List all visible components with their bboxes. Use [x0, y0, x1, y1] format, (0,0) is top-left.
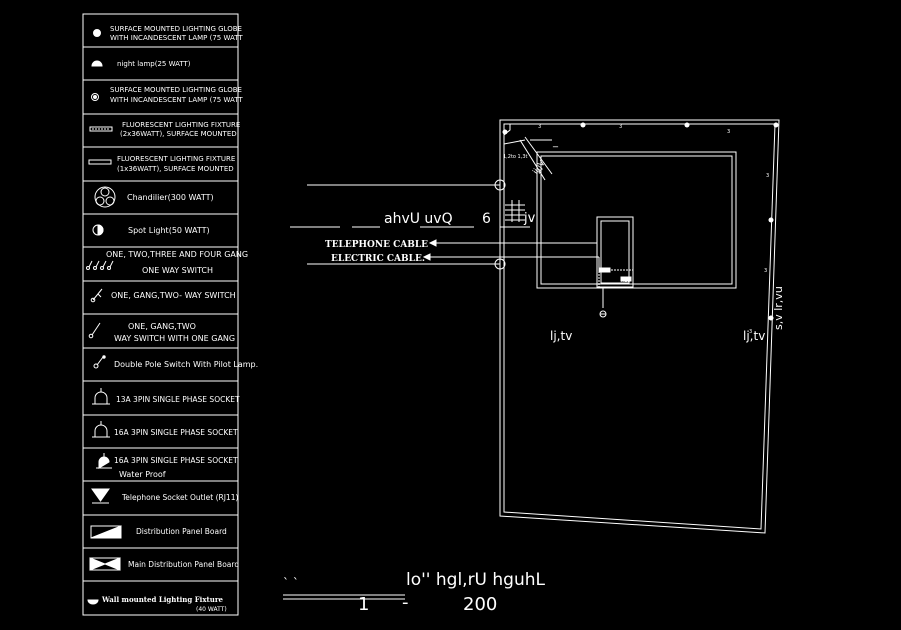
legend-label: Chandilier(300 WATT) — [127, 193, 214, 202]
night-lamp-icon — [91, 60, 103, 67]
telephone-socket-icon — [91, 488, 110, 504]
legend-label: ONE, GANG,TWO — [128, 322, 196, 331]
legend-label: Telephone Socket Outlet (RJ11) — [121, 493, 238, 502]
two-way-switch-icon — [90, 288, 103, 303]
socket-icon — [92, 388, 110, 405]
inner-room — [536, 151, 737, 289]
spot-light-icon — [92, 224, 104, 236]
legend-label: Spot Light(50 WATT) — [128, 226, 210, 235]
title-ticks: ` ` — [283, 576, 299, 590]
edge-label: s,v lr,vu — [772, 286, 785, 330]
globe-light-icon — [91, 93, 99, 101]
scale-dash: - — [402, 592, 409, 613]
ceiling-number: 3 — [766, 173, 769, 179]
dash-mark: _ — [552, 137, 559, 148]
ceiling-number: 3 — [538, 124, 541, 130]
outer-wall — [499, 119, 780, 534]
legend-table — [82, 13, 239, 616]
wall-light-icon — [580, 122, 586, 128]
legend-label: night lamp(25 WATT) — [117, 60, 191, 68]
legend-label: Main Distribution Panel Board — [128, 560, 239, 569]
outer-wall-inner — [503, 123, 776, 530]
waterproof-socket-icon — [96, 453, 112, 469]
legend-label: WITH INCANDESCENT LAMP (75 WATT — [110, 96, 243, 104]
ceiling-number: 3 — [619, 124, 622, 130]
legend-label: Wall mounted Lighting Fixture — [101, 595, 224, 604]
panel-tag: MDB — [621, 278, 631, 283]
legend-label: (40 WATT) — [196, 606, 227, 613]
stair-label: 1,2to 1,3t — [503, 154, 528, 160]
wall-light-icon — [684, 122, 690, 128]
wall-light-icon — [768, 315, 774, 321]
space-label: lj,tv — [550, 329, 572, 343]
scale-right: 200 — [463, 594, 497, 615]
fluorescent-double-icon — [89, 126, 113, 132]
electric-cable-label: ELECTRIC CABLE. — [331, 254, 425, 264]
space-label: lj,tv — [743, 329, 765, 343]
legend-label: ONE WAY SWITCH — [142, 266, 213, 275]
ceiling-number: 3 — [749, 329, 752, 335]
legend-label: FLUORESCENT LIGHTING FIXTURE — [122, 121, 240, 129]
switch-icon — [88, 322, 101, 339]
main-panel-icon — [89, 557, 121, 571]
legend-label: WAY SWITCH WITH ONE GANG — [114, 334, 235, 343]
globe-light-icon — [93, 29, 101, 37]
side-mark: jv — [523, 211, 536, 226]
legend-label: Distribution Panel Board — [136, 527, 227, 536]
legend-label: ONE, TWO,THREE AND FOUR GANG — [106, 250, 248, 259]
legend-label: 13A 3PIN SINGLE PHASE SOCKET — [116, 395, 240, 404]
room-number: 6 — [482, 211, 491, 227]
legend-label: 16A 3PIN SINGLE PHASE SOCKET — [114, 428, 238, 437]
fluorescent-single-icon — [88, 159, 112, 165]
ceiling-number: 3 — [727, 129, 730, 135]
scale-left: 1 — [358, 594, 369, 615]
legend-label: SURFACE MOUNTED LIGHTING GLOBE — [110, 25, 242, 33]
room-label: ahvU uvQ — [384, 211, 453, 227]
drawing-title: lo'' hgl,rU hguhL — [406, 570, 546, 590]
title-underline — [283, 594, 405, 600]
main-panel-icon — [599, 267, 611, 273]
core-room-inner — [600, 220, 630, 284]
wall-light-icon — [768, 217, 774, 223]
socket-icon — [92, 421, 110, 438]
legend-label: (1x36WATT), SURFACE MOUNTED — [117, 165, 234, 173]
legend-label: FLUORESCENT LIGHTING FIXTURE — [117, 155, 235, 163]
chandelier-icon — [94, 186, 116, 208]
legend-label: SURFACE MOUNTED LIGHTING GLOBE — [110, 86, 242, 94]
legend-label: Double Pole Switch With Pilot Lamp. — [114, 360, 258, 369]
legend-label: 16A 3PIN SINGLE PHASE SOCKET — [114, 456, 238, 465]
pilot-switch-icon — [93, 355, 106, 369]
panel-tag: MDB — [600, 268, 610, 273]
inner-room-inner — [540, 155, 733, 285]
gang-switch-icon — [86, 260, 114, 270]
wall-light-icon — [502, 129, 508, 135]
legend-label: WITH INCANDESCENT LAMP (75 WATT — [110, 34, 243, 42]
ceiling-number: 3 — [764, 268, 767, 274]
legend-label: ONE, GANG,TWO- WAY SWITCH — [111, 291, 236, 300]
floor-plan — [290, 119, 780, 534]
legend-label: (2x36WATT), SURFACE MOUNTED — [120, 130, 237, 138]
distribution-panel-icon — [90, 525, 122, 539]
ceiling-lights — [502, 122, 779, 321]
telephone-cable-label: TELEPHONE CABLE — [325, 240, 428, 250]
legend-label: Water Proof — [119, 470, 166, 479]
wall-light-icon — [773, 122, 779, 128]
main-panel-icon — [620, 276, 632, 282]
wall-light-icon — [87, 599, 99, 605]
